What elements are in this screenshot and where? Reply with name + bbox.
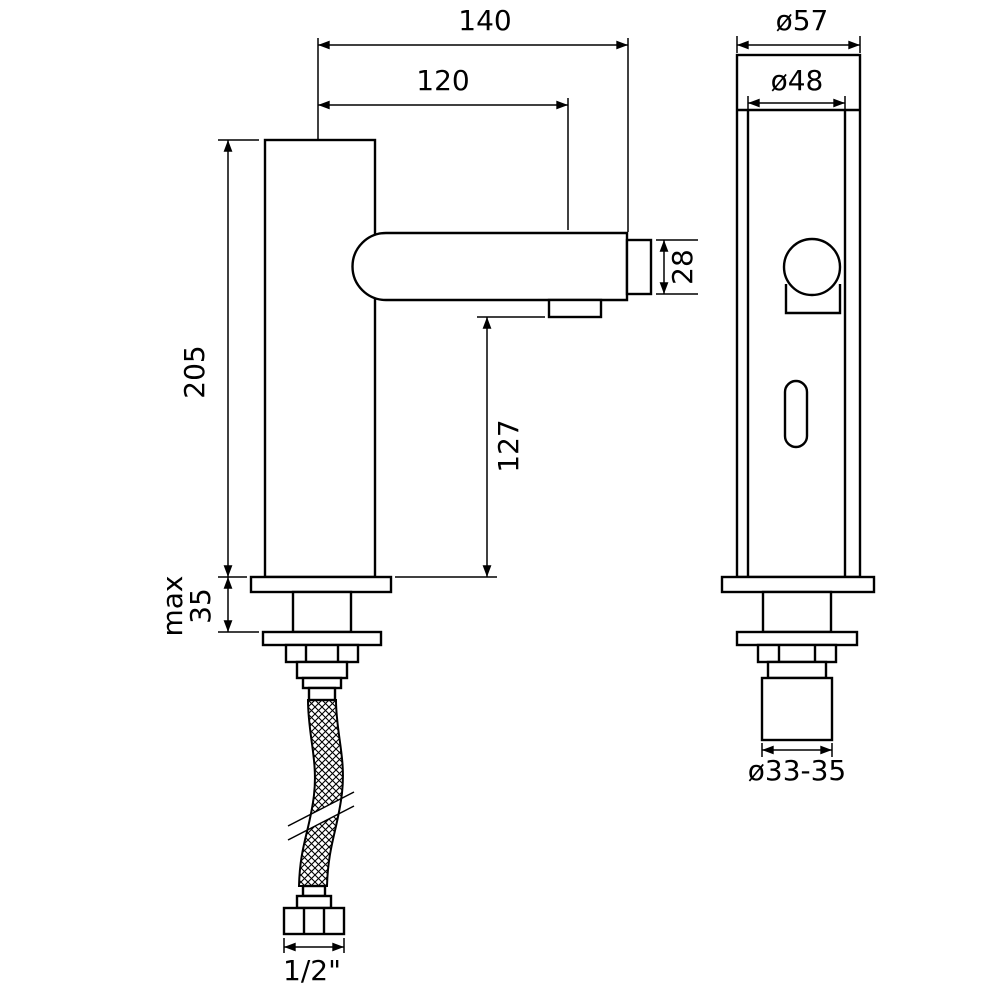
sensor-window — [783, 379, 809, 449]
flexible-hose — [287, 699, 355, 887]
collar-front — [766, 660, 828, 680]
hose-end-fitting — [295, 894, 333, 910]
dim-spout-reach-label: 120 — [416, 64, 469, 97]
sensor-end — [625, 238, 653, 296]
hose-break-line — [287, 791, 355, 827]
dim-connection-size-label: 1/2" — [283, 954, 341, 987]
spout-outlet — [547, 298, 603, 319]
deck-flange-front — [720, 575, 876, 594]
tap-body-front — [735, 53, 862, 579]
dim-body-diameter-label: ø48 — [771, 64, 824, 97]
backnut-front — [756, 643, 838, 664]
hose-end-fitting — [301, 884, 327, 898]
dim-height-above-deck-label: 205 — [178, 345, 211, 398]
dim-outlet-height-label: 127 — [492, 419, 525, 472]
dimension-annotations: 140 120 ø57 ø48 28 205 max 35 1 — [156, 4, 861, 987]
threaded-shank — [291, 590, 353, 634]
threaded-shank-front — [761, 590, 833, 634]
dim-cap-diameter-label: ø57 — [776, 4, 829, 37]
tail-cylinder — [760, 676, 834, 742]
backnut-washer — [261, 630, 383, 647]
collar — [295, 660, 349, 680]
dim-overall-reach-label: 140 — [458, 4, 511, 37]
hose-adapter — [307, 686, 337, 702]
dim-spout-end-height-label: 28 — [666, 249, 699, 285]
tap-body — [263, 138, 377, 579]
deck-flange — [249, 575, 393, 594]
backnut-washer-front — [735, 630, 859, 647]
spout-arm — [351, 231, 629, 302]
connection-nut — [282, 906, 346, 936]
backnut — [284, 643, 360, 664]
dim-deck-max-value-label: 35 — [184, 588, 217, 624]
dim-deck-max-word-label: max — [156, 575, 189, 636]
spout-bracket — [784, 284, 842, 315]
hose-break-line — [287, 805, 355, 841]
side-view — [249, 138, 653, 936]
spout-front — [782, 237, 842, 297]
front-view — [720, 53, 876, 742]
hose-adapter — [301, 676, 343, 690]
dim-tail-diameter-label: ø33-35 — [748, 754, 847, 787]
